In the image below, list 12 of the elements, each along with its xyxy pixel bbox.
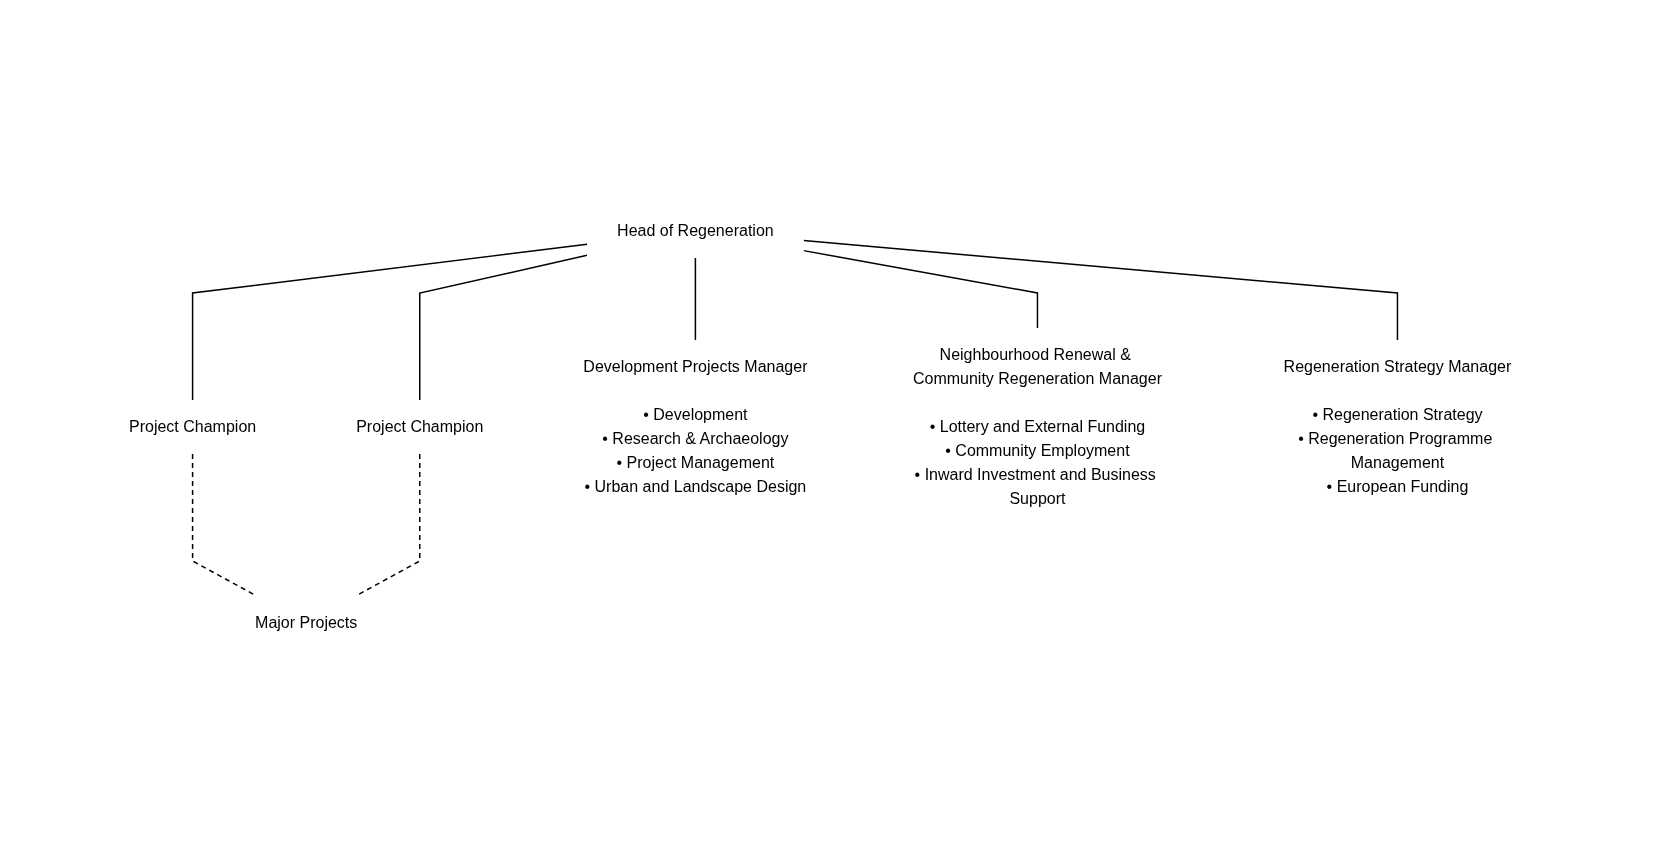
node-text: Major Projects bbox=[255, 614, 358, 631]
node-text: Project Champion bbox=[129, 418, 257, 435]
node-text: Project Champion bbox=[356, 418, 484, 435]
connector bbox=[694, 257, 697, 341]
node-text: Head of Regeneration bbox=[617, 222, 774, 239]
node-text: Regeneration Strategy Manager • Regeneration Strategy • Regeneration Programme Management • European Funding bbox=[1283, 358, 1512, 495]
connector bbox=[803, 249, 1039, 329]
node-text: Development Projects Manager • Development • Research & Archaeology • Project Management • Urban and Landscape Design bbox=[583, 358, 808, 495]
connector bbox=[192, 243, 589, 401]
node-text: Neighbourhood Renewal & Community Regeneration Manager • Lottery and External Funding • Community Employment • Inward Investment and Business Support bbox=[913, 346, 1163, 507]
connector bbox=[803, 239, 1399, 341]
connector bbox=[419, 254, 589, 401]
